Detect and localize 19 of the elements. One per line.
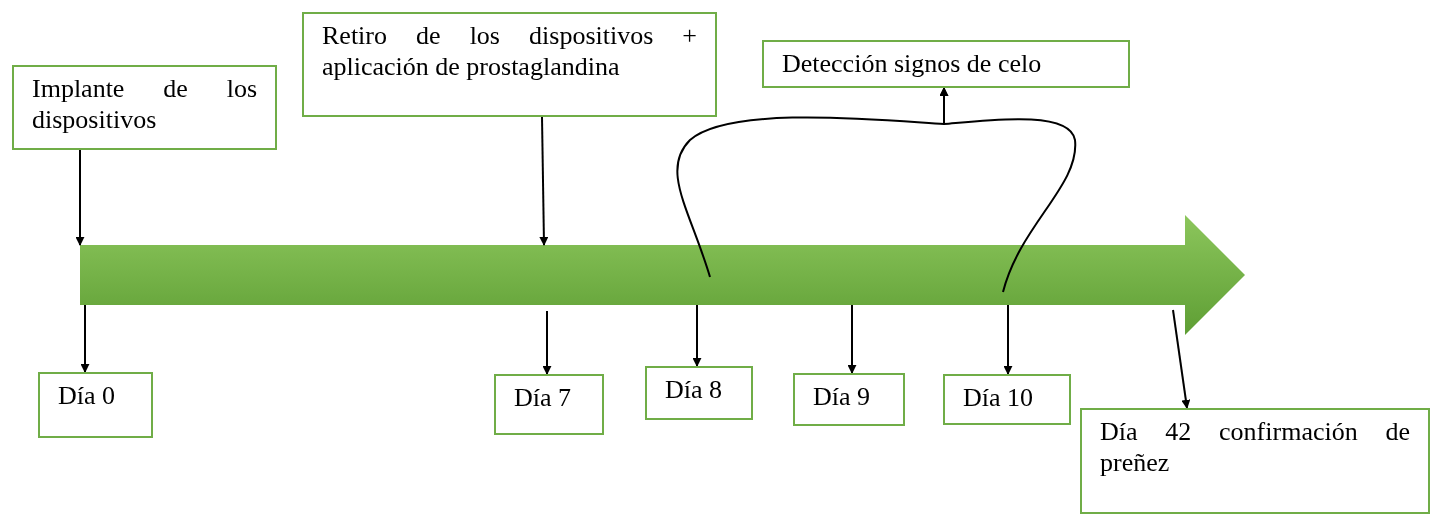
event-box: Retiro de los dispositivos + aplicación de prostaglandina bbox=[302, 12, 717, 117]
day-box: Día 0 bbox=[38, 372, 153, 438]
day-box: Día 7 bbox=[494, 374, 604, 435]
arrow bbox=[847, 304, 857, 374]
timeline-arrow bbox=[80, 215, 1245, 335]
event-box: Implante de los dispositivos bbox=[12, 65, 277, 150]
day-box: Día 9 bbox=[793, 373, 905, 426]
arrow bbox=[692, 304, 702, 367]
arrow bbox=[75, 149, 85, 246]
arrow bbox=[1003, 304, 1013, 375]
arrow bbox=[542, 310, 552, 375]
arrow bbox=[939, 87, 1076, 293]
day-box: Día 10 bbox=[943, 374, 1071, 425]
arrow bbox=[1172, 309, 1191, 409]
event-box: Día 42 confirmación de preñez bbox=[1080, 408, 1430, 514]
event-box: Detección signos de celo bbox=[762, 40, 1130, 88]
arrow bbox=[539, 116, 549, 246]
arrow bbox=[80, 304, 90, 373]
day-box: Día 8 bbox=[645, 366, 753, 420]
